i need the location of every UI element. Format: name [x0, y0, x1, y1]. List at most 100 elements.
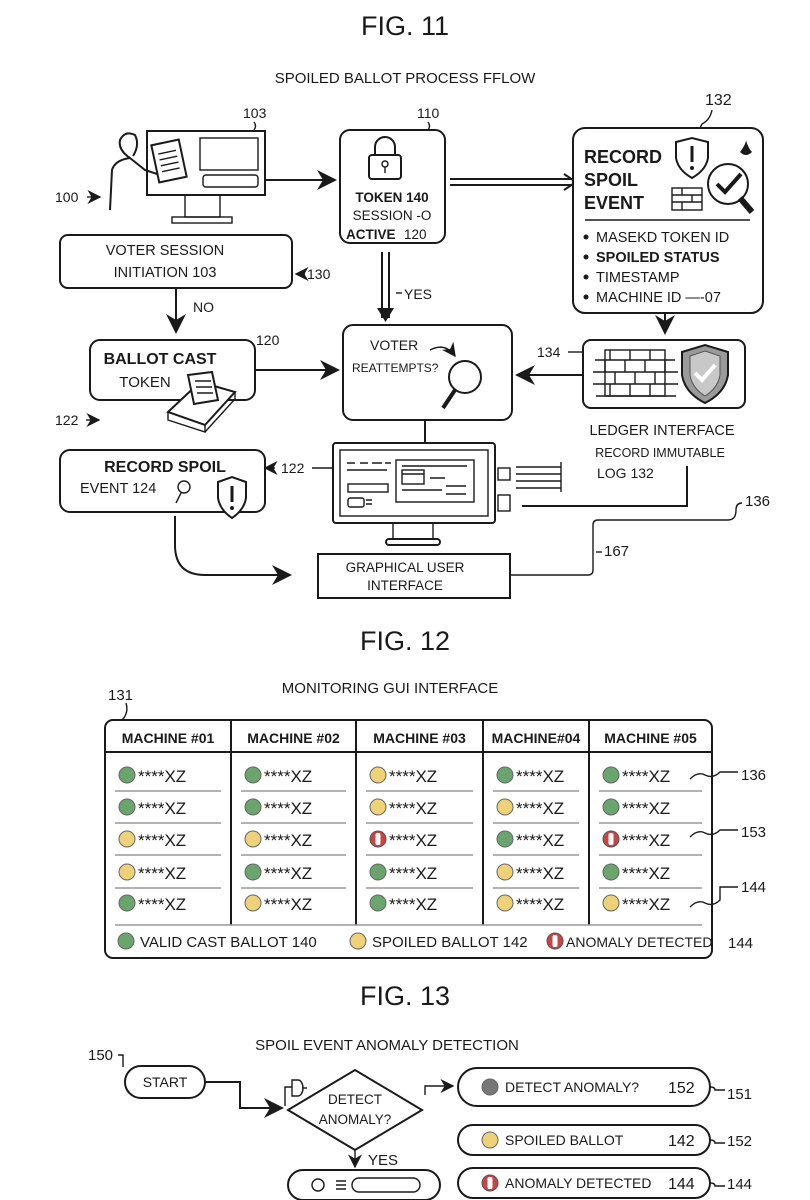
masked-token-id: ****XZ: [622, 864, 670, 883]
spoiled-status-icon: [369, 766, 387, 784]
decision-line-2: ANOMALY?: [319, 1112, 392, 1127]
plug-icon: [284, 1079, 307, 1106]
masked-token-id: ****XZ: [622, 799, 670, 818]
legend-valid: VALID CAST BALLOT 140: [140, 934, 317, 951]
legend-spoiled: SPOILED BALLOT 142: [372, 934, 528, 951]
spoiled-status-icon: [244, 894, 262, 912]
yes-label-fig13: YES: [368, 1152, 398, 1169]
masked-token-id: ****XZ: [622, 831, 670, 850]
ballot-cast-line-1: BALLOT CAST: [104, 351, 217, 368]
reattempt-line-1: VOTER: [370, 337, 418, 353]
fig11-title: FIG. 11: [361, 11, 449, 41]
ref-122-ballot: 122: [55, 412, 79, 428]
record-title-3: EVENT: [584, 193, 644, 213]
shield-alert-icon: [675, 136, 709, 180]
masked-token-id: ****XZ: [264, 831, 312, 850]
machine-column-header: MACHINE #01: [122, 730, 215, 746]
spoiled-status-icon: [496, 863, 514, 881]
ref-103: 103: [243, 105, 267, 121]
masked-token-id: ****XZ: [389, 895, 437, 914]
spoiled-status-icon: [496, 798, 514, 816]
masked-token-id: ****XZ: [264, 895, 312, 914]
fig13-subtitle: SPOIL EVENT ANOMALY DETECTION: [255, 1037, 519, 1054]
graphical-user-interface-box: [317, 553, 511, 599]
fig12-title: FIG. 12: [360, 626, 450, 656]
magnifier-icon: [175, 480, 191, 504]
masked-token-id: ****XZ: [389, 767, 437, 786]
pill-ref: 152: [727, 1133, 752, 1150]
ref-144-legend: 144: [728, 935, 753, 952]
valid-status-icon: [602, 766, 620, 784]
ledger-sub-1: RECORD IMMUTABLE: [595, 446, 725, 460]
monitor-illustration: [332, 442, 562, 546]
pill-number: 152: [668, 1080, 695, 1097]
masked-token-id: ****XZ: [264, 799, 312, 818]
record-title-2: SPOIL: [584, 170, 638, 190]
masked-token-id: ****XZ: [516, 799, 564, 818]
shield-alert-icon: [217, 475, 247, 520]
fig13-title: FIG. 13: [360, 981, 450, 1011]
valid-status-icon: [496, 830, 514, 848]
masked-token-id: ****XZ: [264, 864, 312, 883]
valid-status-icon: [602, 798, 620, 816]
shield-check-icon: [681, 343, 729, 405]
gray-status-icon: [481, 1078, 499, 1096]
anomaly-status-icon: [369, 830, 387, 848]
valid-status-icon: [244, 766, 262, 784]
masked-token-id: ****XZ: [264, 767, 312, 786]
record-title-1: RECORD: [584, 147, 662, 167]
ref-144-row: 144: [741, 879, 766, 896]
spoiled-status-icon: [602, 894, 620, 912]
lock-icon: [368, 136, 402, 180]
bullet-machine-id: MACHINE ID —-07: [596, 290, 721, 306]
masked-token-id: ****XZ: [516, 864, 564, 883]
ballot-cast-line-2: TOKEN: [119, 374, 170, 391]
brick-wall-icon: [671, 187, 703, 211]
active-ref: 120: [404, 227, 427, 242]
masked-token-id: ****XZ: [138, 831, 186, 850]
voter-reattempts-box: [342, 324, 513, 421]
record-spoil-line-2: EVENT 124: [80, 481, 156, 497]
spoiled-status-icon: [496, 894, 514, 912]
masked-token-id: ****XZ: [622, 895, 670, 914]
ref-136-fig11: 136: [745, 493, 770, 510]
bullet-timestamp: TIMESTAMP: [596, 270, 680, 286]
gui-line-2: INTERFACE: [367, 578, 443, 593]
pill-ref: 144: [727, 1176, 752, 1193]
record-bullets: MASEKD TOKEN ID SPOILED STATUS TIMESTAMP…: [583, 230, 729, 306]
active-label: ACTIVE: [346, 227, 396, 242]
valid-legend-icon: [117, 932, 135, 950]
anomaly-status-icon: [602, 830, 620, 848]
masked-token-id: ****XZ: [516, 831, 564, 850]
valid-status-icon: [369, 863, 387, 881]
ballot-stack-icon: [166, 370, 237, 433]
masked-token-id: ****XZ: [138, 864, 186, 883]
no-label: NO: [193, 299, 214, 315]
spoiled-status-icon: [118, 863, 136, 881]
session-label: SESSION -O: [353, 208, 432, 223]
decision-line-1: DETECT: [328, 1092, 382, 1107]
spoiled-status-icon: [481, 1131, 499, 1149]
pill-ref: 151: [727, 1086, 752, 1103]
ref-134: 134: [537, 344, 561, 360]
reattempt-line-2: REATTEMPTS?: [352, 361, 439, 375]
valid-status-icon: [244, 863, 262, 881]
pill-label: ANOMALY DETECTED: [505, 1175, 652, 1191]
ref-150: 150: [88, 1047, 113, 1064]
machine-column-header: MACHINE #02: [247, 730, 340, 746]
ref-130: 130: [307, 266, 331, 282]
machine-monitoring-table: MACHINE #01 ****XZ ****XZ ****XZ ****XZ ****X…: [104, 719, 713, 959]
record-spoil-line-1: RECORD SPOIL: [104, 459, 226, 476]
record-spoil-event-124-box: [59, 449, 266, 513]
start-label: START: [143, 1074, 188, 1090]
bullet-spoiled-status: SPOILED STATUS: [596, 250, 720, 266]
valid-status-icon: [118, 766, 136, 784]
magnifier-check-icon: [707, 140, 755, 214]
ref-120: 120: [256, 332, 280, 348]
ref-153: 153: [741, 824, 766, 841]
masked-token-id: ****XZ: [138, 767, 186, 786]
ledger-sub-2: LOG 132: [597, 465, 654, 481]
